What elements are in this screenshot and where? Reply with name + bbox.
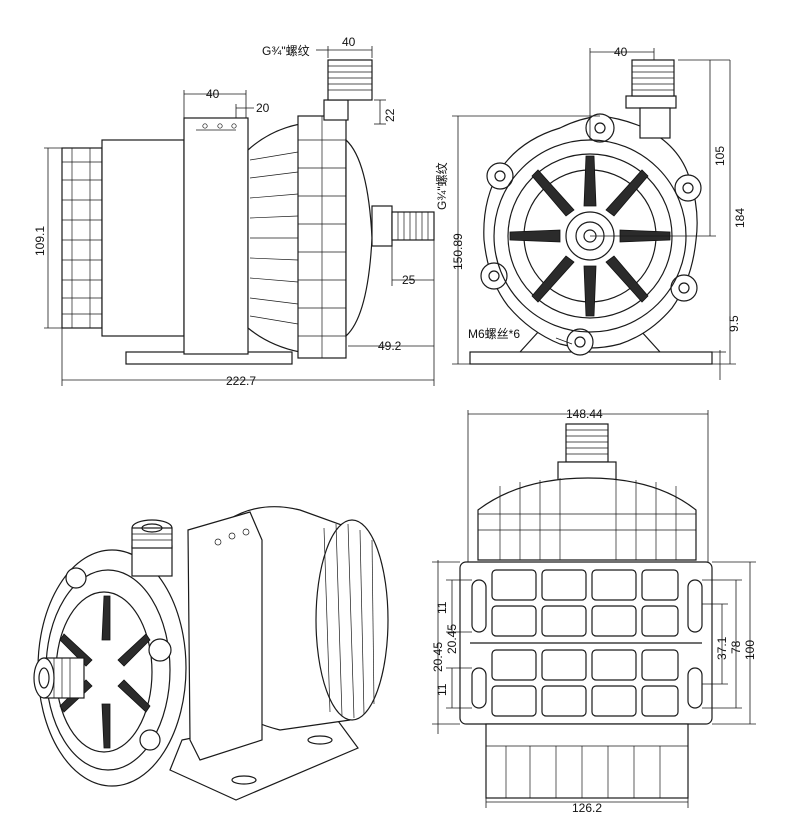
top-dim-mid-span: 37.1 [715,636,729,660]
side-dim-pump-depth: 49.2 [378,339,402,353]
front-dim-outlet-offset: 40 [614,45,628,59]
side-dim-outlet-height: 22 [383,108,397,122]
side-dim-bracket-width: 40 [206,87,220,101]
side-dim-motor-height: 109.1 [33,226,47,256]
top-dim-hole-span: 78 [729,640,743,654]
top-dim-base-width: 126.2 [572,801,602,815]
top-dim-head-width: 148.44 [566,407,603,421]
top-dim-slot-a: 11 [435,601,449,614]
top-dim-base-depth: 100 [743,640,757,660]
top-dim-slot-c: 20.45 [445,624,459,654]
isometric-view [33,506,389,801]
front-dim-total-height: 184 [733,208,747,228]
front-screw-label: M6螺丝*6 [468,327,520,341]
side-thread-label: G¾"螺纹 [262,44,310,58]
side-dim-outlet-width: 40 [342,35,356,49]
side-view: G¾"螺纹 40 22 40 20 109.1 25 49.2 222.7 [33,35,435,388]
side-dim-outlet-length: 25 [402,273,416,287]
side-dim-total-length: 222.7 [226,374,256,388]
front-dim-center-height: 150.89 [451,233,465,270]
top-dim-slot-d: 11 [435,683,449,696]
top-view: 148.44 126.2 11 20.45 20.45 11 37.1 78 1… [431,407,757,815]
front-view: 40 G¾"螺纹 105 184 150.89 9.5 M6螺丝*6 [435,45,747,380]
front-dim-outlet-to-center: 105 [713,146,727,166]
top-dim-slot-b: 20.45 [431,642,445,672]
front-dim-base-height: 9.5 [727,315,741,332]
front-thread-label: G¾"螺纹 [435,162,449,210]
side-dim-bracket-slot: 20 [256,101,270,115]
